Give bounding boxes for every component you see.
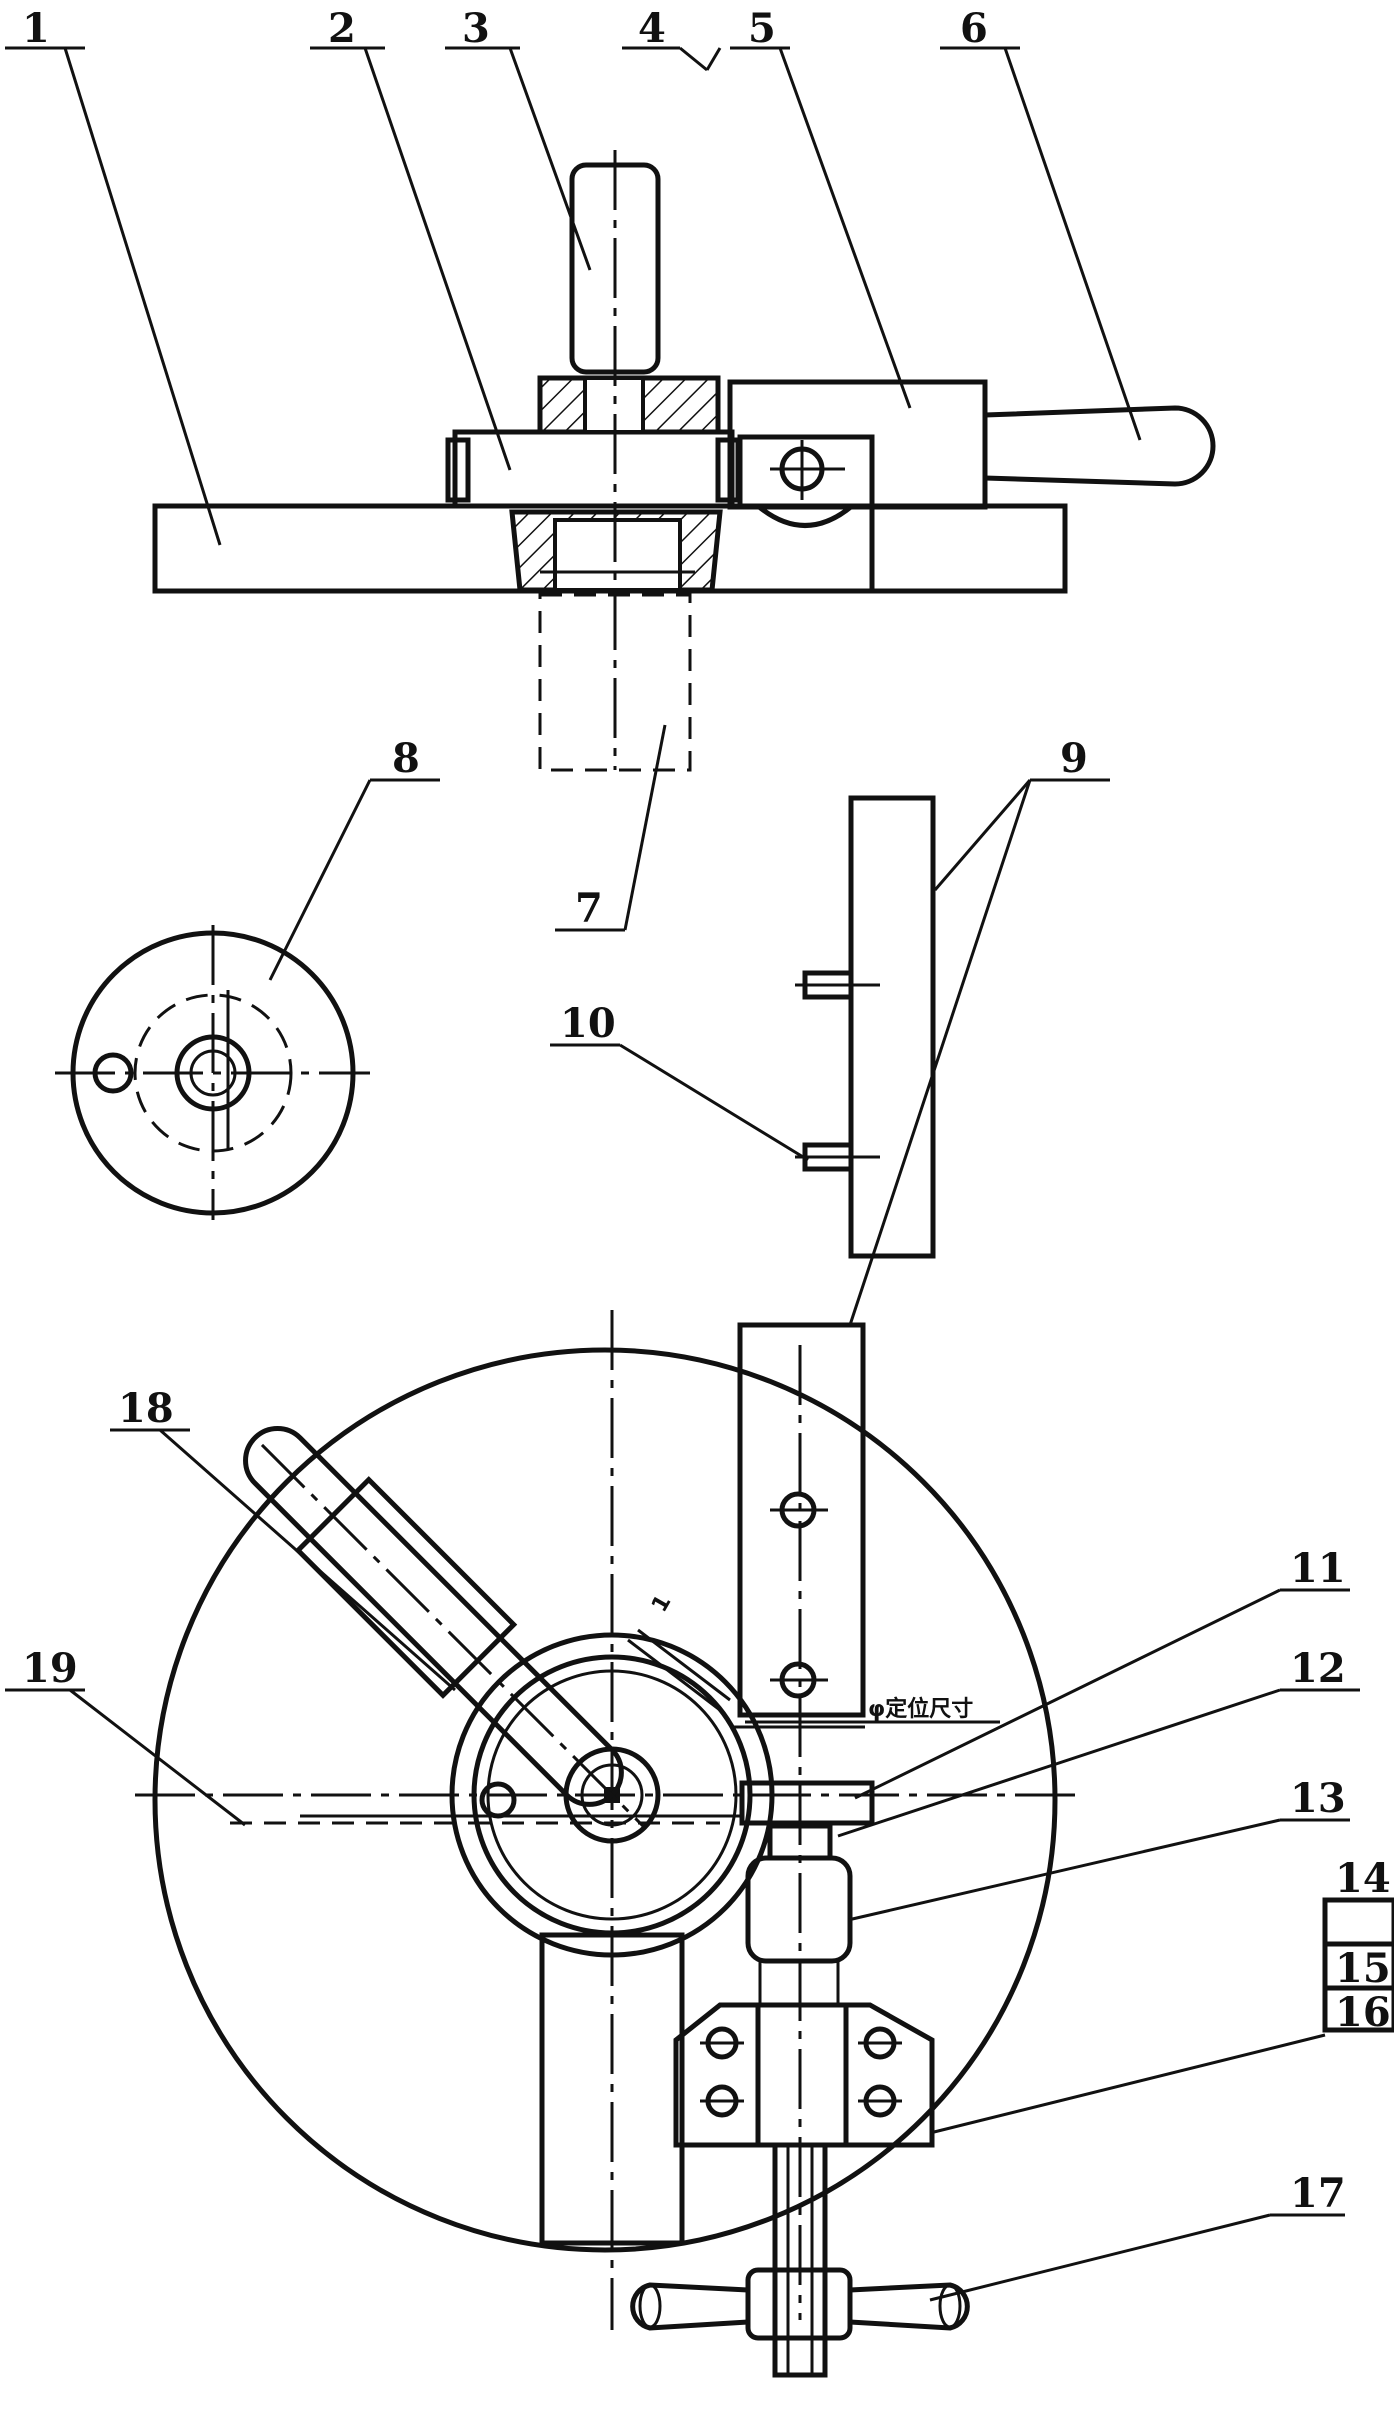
clamp-handle bbox=[985, 408, 1213, 484]
disc-plan-view bbox=[55, 925, 370, 1220]
label-2: 2 bbox=[328, 5, 356, 52]
slider-block bbox=[455, 432, 732, 506]
label-19: 19 bbox=[22, 1645, 78, 1692]
label-5: 5 bbox=[748, 5, 776, 52]
vertical-bar bbox=[851, 798, 933, 1256]
main-assembly-view bbox=[135, 1310, 1080, 2375]
bar-view bbox=[795, 798, 933, 1256]
label-15: 15 bbox=[1335, 1945, 1391, 1992]
dimension-note: φ定位尺寸 bbox=[868, 1696, 973, 1722]
label-16: 16 bbox=[1335, 1989, 1391, 2036]
clamp-housing bbox=[730, 382, 985, 507]
label-14: 14 bbox=[1335, 1855, 1391, 1902]
label-8: 8 bbox=[392, 735, 420, 782]
label-11: 11 bbox=[1290, 1545, 1346, 1592]
top-side-view bbox=[155, 150, 1213, 770]
label-12: 12 bbox=[1290, 1645, 1346, 1692]
label-1: 1 bbox=[22, 5, 50, 52]
label-4: 4 bbox=[638, 5, 666, 52]
label-13: 13 bbox=[1290, 1775, 1346, 1822]
label-17: 17 bbox=[1290, 2170, 1346, 2217]
label-7: 7 bbox=[575, 885, 603, 932]
t-handle-bar bbox=[633, 2285, 748, 2328]
label-3: 3 bbox=[462, 5, 490, 52]
label-6: 6 bbox=[960, 5, 988, 52]
bracket bbox=[676, 2005, 932, 2145]
label-18: 18 bbox=[118, 1385, 174, 1432]
dimension-1: 1 bbox=[647, 1591, 676, 1617]
label-10: 10 bbox=[560, 1000, 616, 1047]
locating-collar bbox=[742, 1783, 872, 1823]
label-9: 9 bbox=[1060, 735, 1088, 782]
